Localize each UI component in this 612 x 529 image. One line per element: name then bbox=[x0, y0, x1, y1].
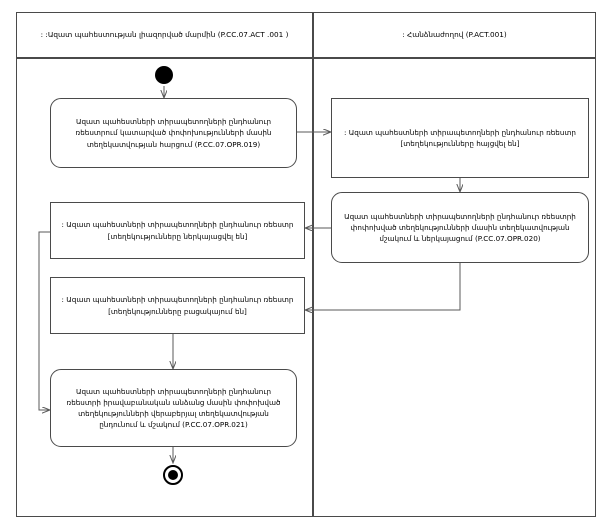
action-node-receive-and-process[interactable]: Ազատ պահեստների տիրապետողների ընդհանուր … bbox=[50, 369, 297, 447]
lane-header-left: : :Ազատ պահեստության լիազորված մարմին (P… bbox=[16, 12, 313, 58]
initial-node bbox=[155, 66, 173, 84]
lane-header-right: : Հանձնաժողով (P.ACT.001) bbox=[313, 12, 596, 58]
action-node-request-info[interactable]: Ազատ պահեստների տիրապետողների ընդհանուր … bbox=[50, 98, 297, 168]
action-node-process-and-submit-label: Ազատ պահեստների տիրապետողների ընդհանուր … bbox=[344, 211, 576, 244]
object-node-registry-absent[interactable]: : Ազատ պահեստների տիրապետողների ընդհանու… bbox=[50, 277, 305, 334]
final-node bbox=[163, 465, 183, 485]
lane-title-right: : Հանձնաժողով (P.ACT.001) bbox=[402, 29, 507, 39]
object-node-registry-submitted[interactable]: : Ազատ պահեստների տիրապետողների ընդհանու… bbox=[50, 202, 305, 259]
lane-title-left: : :Ազատ պահեստության լիազորված մարմին (P… bbox=[40, 29, 289, 39]
action-node-process-and-submit[interactable]: Ազատ պահեստների տիրապետողների ընդհանուր … bbox=[331, 192, 589, 263]
object-node-registry-requested[interactable]: : Ազատ պահեստների տիրապետողների ընդհանու… bbox=[331, 98, 589, 178]
action-node-request-info-label: Ազատ պահեստների տիրապետողների ընդհանուր … bbox=[75, 117, 272, 149]
action-node-receive-and-process-label: Ազատ պահեստների տիրապետողների ընդհանուր … bbox=[66, 386, 281, 430]
object-node-registry-absent-label: : Ազատ պահեստների տիրապետողների ընդհանու… bbox=[61, 295, 294, 316]
object-node-registry-submitted-label: : Ազատ պահեստների տիրապետողների ընդհանու… bbox=[61, 220, 294, 241]
object-node-registry-requested-label: : Ազատ պահեստների տիրապետողների ընդհանու… bbox=[344, 127, 576, 148]
